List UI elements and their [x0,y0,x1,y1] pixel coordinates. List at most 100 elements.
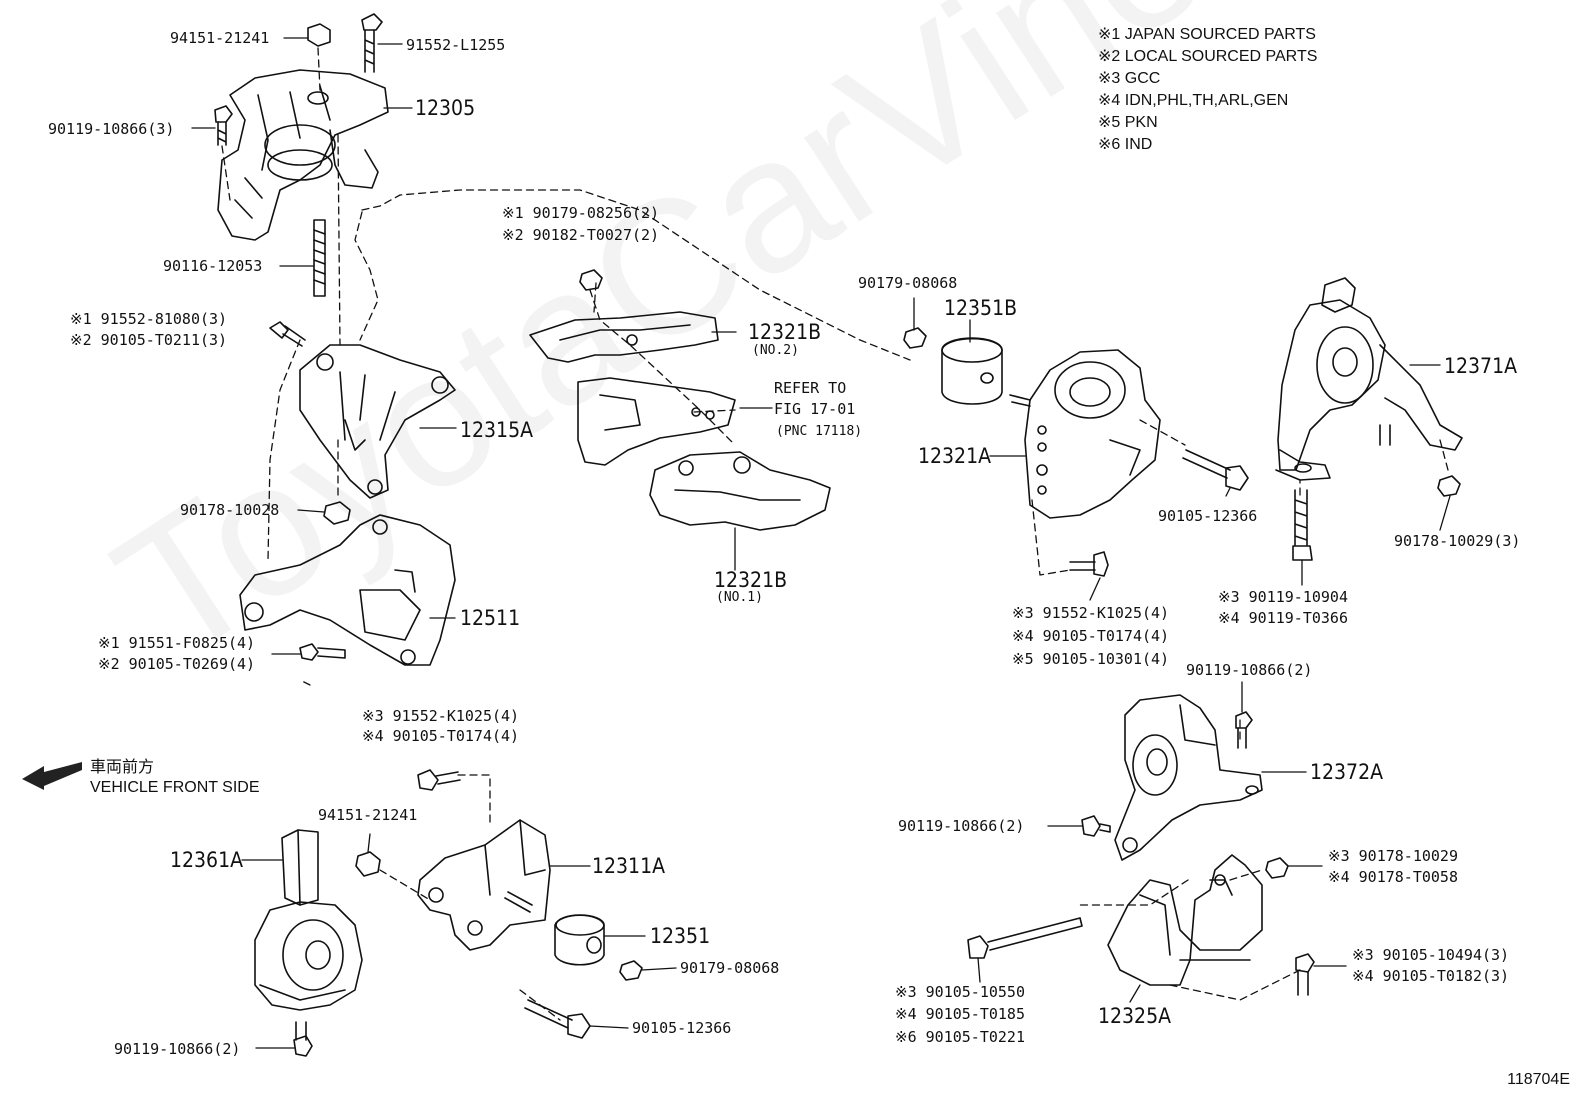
bracket-12321A-drawing [1009,349,1161,519]
part-label[interactable]: 12321B [748,320,822,344]
part-label[interactable]: ※2 90182-T0027(2) [502,226,660,244]
part-label[interactable]: 12351 [650,924,711,948]
part-label[interactable]: 90105-12366 [1158,507,1258,525]
part-label[interactable]: 12325A [1098,1004,1172,1028]
mount-12361A-drawing [254,829,363,1011]
part-label[interactable]: 12372A [1310,760,1384,784]
part-label[interactable]: ※3 90119-10904 [1218,588,1348,606]
part-label[interactable]: 94151-21241 [170,29,270,47]
vehicle-front-jp: 車両前方 [90,759,155,776]
bolt-90119-10866-2a-drawing [1235,711,1253,749]
bushing-12351-drawing [554,914,605,966]
bracket-fig17-01-drawing [577,377,736,466]
part-label[interactable]: 90119-10866(2) [1186,661,1313,679]
mount-12371A-drawing [1275,277,1463,481]
shield-12321B-no1-drawing [649,451,831,531]
part-label[interactable]: ※4 90178-T0058 [1328,868,1458,886]
bolt-91552-81080-drawing [269,321,306,347]
nut-90178-10029-3-drawing [1437,475,1461,497]
stud-90116-12053-drawing [313,219,326,297]
bracket-12315A-drawing [299,344,456,499]
bolt-91552-K1025-right-drawing [1069,551,1109,577]
legend-item: ※2 LOCAL SOURCED PARTS [1098,48,1318,65]
bolt-90105-12366-right-drawing [1182,449,1249,491]
part-label[interactable]: 90119-10866(3) [48,120,175,138]
part-label[interactable]: 12321A [918,444,992,468]
part-label[interactable]: 91552-L1255 [406,36,506,54]
bracket-12511-drawing [239,514,456,666]
part-label[interactable]: 90179-08068 [680,959,780,977]
bolt-90119-10866-2b-drawing [1081,815,1111,837]
part-label[interactable]: ※4 90105-T0182(3) [1352,967,1510,985]
part-label[interactable]: ※4 90105-T0185 [895,1005,1025,1023]
part-label[interactable]: ※3 90105-10550 [895,983,1025,1001]
part-label[interactable]: ※3 90178-10029 [1328,847,1458,865]
bolt-91551-F0825-drawing [299,643,346,661]
part-label[interactable]: ※2 90105-T0211(3) [70,331,228,349]
part-label[interactable]: 94151-21241 [318,806,418,824]
part-label[interactable]: ※1 91551-F0825(4) [98,634,256,652]
part-label[interactable]: ※4 90119-T0366 [1218,609,1348,627]
part-label[interactable]: 90178-10028 [180,501,280,519]
part-label[interactable]: ※3 91552-K1025(4) [1012,604,1170,622]
nut-94151-bottom-drawing [355,851,381,877]
part-label[interactable]: ※3 90105-10494(3) [1352,946,1510,964]
part-label[interactable]: 12315A [460,418,534,442]
part-label[interactable]: 90119-10866(2) [898,817,1025,835]
bolt-91552-L1255-drawing [361,13,383,73]
engine-mount-12305-drawing [217,69,389,241]
part-label[interactable]: ※2 90105-T0269(4) [98,655,256,673]
bolt-90119-10866-3-drawing [214,105,233,146]
part-label[interactable]: 90116-12053 [163,257,263,275]
nut-90178-10029-drawing [1265,857,1289,879]
mount-12372A-drawing [1114,694,1263,861]
nut-90179-08068-bottom-drawing [619,960,643,981]
refer-note: REFER TO [774,379,847,397]
part-label[interactable]: 90119-10866(2) [114,1040,241,1058]
bolt-90105-12366-bottom-drawing [524,999,591,1039]
bolt-90119-10866-2c-drawing [293,1021,313,1057]
bracket-12311A-drawing [417,819,551,951]
diagram-id: 118704E [1507,1071,1570,1088]
part-sublabel: (NO.1) [716,590,763,605]
part-label[interactable]: ※5 90105-10301(4) [1012,650,1170,668]
part-label[interactable]: ※1 91552-81080(3) [70,310,228,328]
bolt-90105-10550-drawing [967,917,1083,959]
part-label[interactable]: ※4 90105-T0174(4) [362,727,520,745]
bolt-91552-K1025-left-drawing [417,769,461,791]
part-label[interactable]: 12361A [170,848,244,872]
part-label[interactable]: 90179-08068 [858,274,958,292]
part-label[interactable]: 12305 [415,96,476,120]
part-label[interactable]: 12311A [592,854,666,878]
part-label[interactable]: ※4 90105-T0174(4) [1012,627,1170,645]
nut-90179-08068-top-drawing [903,327,927,349]
refer-note: (PNC 17118) [776,424,863,439]
nut-90178-10028-drawing [323,501,351,525]
refer-note[interactable]: FIG 17-01 [774,400,856,418]
part-label[interactable]: 90105-12366 [632,1019,732,1037]
part-label[interactable]: 12511 [460,606,521,630]
part-label[interactable]: 12351B [944,296,1018,320]
nut-90179-08256-drawing [579,269,603,291]
vehicle-front-arrow-drawing [22,762,82,790]
part-sublabel: (NO.2) [752,343,799,358]
part-label[interactable]: 12371A [1444,354,1518,378]
bracket-12325A-drawing [1107,854,1263,986]
region-legend: ※1 JAPAN SOURCED PARTS ※2 LOCAL SOURCED … [1098,24,1317,156]
legend-item: ※5 PKN [1098,114,1158,131]
bolt-90105-10494-drawing [1295,953,1315,996]
legend-item: ※4 IDN,PHL,TH,ARL,GEN [1098,92,1289,109]
part-label[interactable]: 90178-10029(3) [1394,532,1521,550]
shield-12321B-no2-drawing [529,311,719,363]
vehicle-front-en: VEHICLE FRONT SIDE [90,779,260,796]
part-label[interactable]: ※1 90179-08256(2) [502,204,660,222]
part-label[interactable]: ※6 90105-T0221 [895,1028,1025,1046]
nut-94151-top-drawing [307,23,331,47]
legend-item: ※3 GCC [1098,70,1161,87]
legend-item: ※1 JAPAN SOURCED PARTS [1098,26,1316,43]
part-label[interactable]: 12321B [714,568,788,592]
part-label[interactable]: ※3 91552-K1025(4) [362,707,520,725]
legend-item: ※6 IND [1098,136,1153,153]
